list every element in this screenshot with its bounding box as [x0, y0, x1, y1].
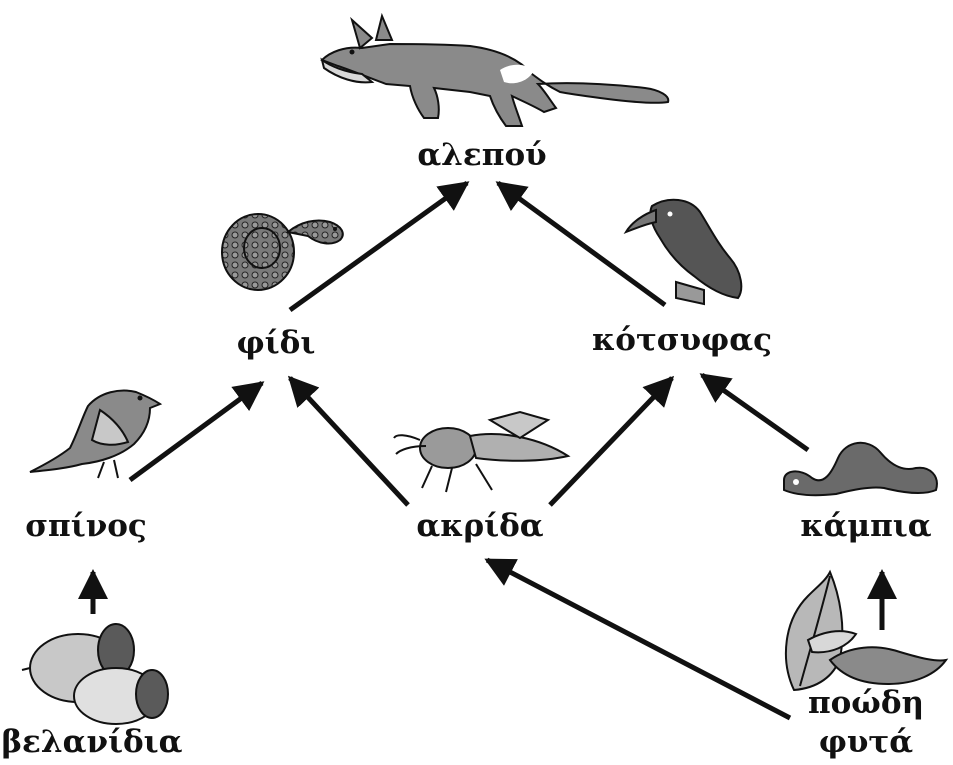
grasshopper-icon: [394, 412, 568, 492]
finch-icon: [30, 391, 160, 478]
arrow-caterpillar-to-blackbird: [702, 375, 808, 450]
label-plants-line2: φυτά: [819, 724, 913, 760]
label-plants-line1: ποώδη: [808, 685, 924, 721]
label-snake: φίδι: [237, 325, 316, 361]
acorns-icon: [22, 624, 168, 724]
label-blackbird: κότσυφας: [592, 322, 772, 358]
fox-icon: [322, 16, 668, 126]
label-grasshopper: ακρίδα: [416, 508, 543, 544]
label-finch: σπίνος: [25, 508, 147, 544]
arrow-snake-to-fox: [290, 183, 467, 310]
label-acorns: βελανίδια: [1, 724, 182, 760]
label-caterpillar: κάμπια: [800, 508, 931, 544]
arrow-plants-to-grasshopper: [487, 560, 790, 718]
arrow-grasshopper-to-snake: [290, 378, 408, 505]
leaves-icon: [786, 572, 946, 690]
arrow-blackbird-to-fox: [498, 183, 665, 305]
snake-icon: [222, 214, 343, 290]
label-fox: αλεπού: [417, 137, 546, 173]
arrow-grasshopper-to-blackbird: [550, 378, 672, 505]
